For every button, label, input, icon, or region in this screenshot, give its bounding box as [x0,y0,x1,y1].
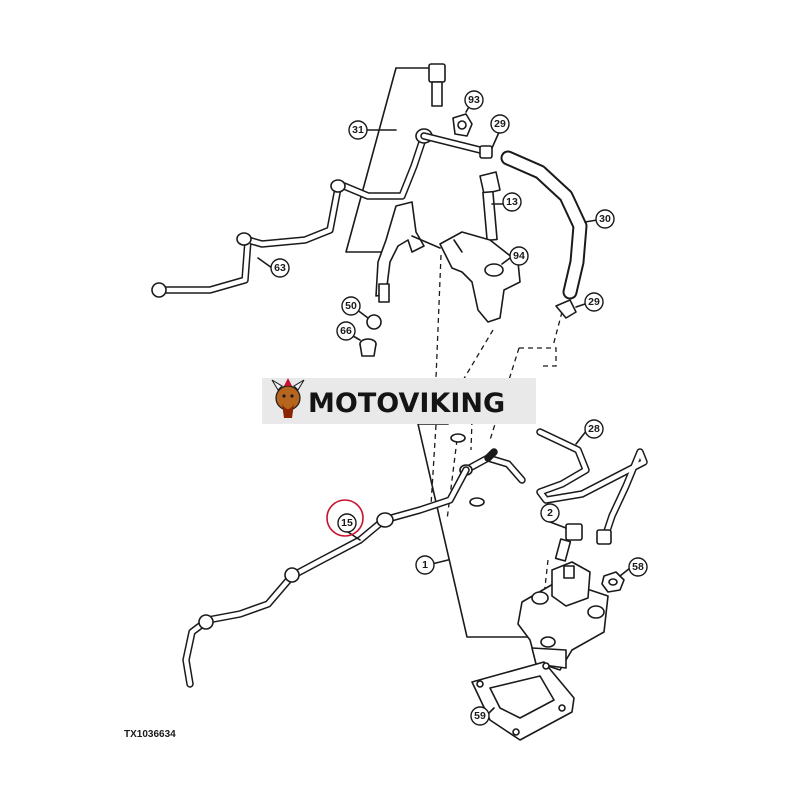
assembly-dashed-line [430,424,437,506]
return-hose-30 [500,150,588,300]
callout-label: 2 [547,507,553,519]
assembly-dashed-line [470,419,473,451]
callout-label: 29 [588,296,600,308]
callout-29: 29 [490,114,510,134]
fuel-return-line-28 [536,428,648,545]
callout-label: 31 [352,124,364,136]
part-29-clamp-upper [479,145,493,159]
figure-id: TX1036634 [124,729,176,740]
callout-label: 50 [345,300,357,312]
bracket-31 [345,67,434,253]
assembly-dashed-line [519,347,557,367]
callout-label: 28 [588,423,600,435]
callout-label: 13 [506,196,518,208]
callout-2: 2 [540,503,560,523]
callout-66: 66 [336,321,356,341]
callout-15: 15 [326,499,364,537]
callout-label: 58 [632,561,644,573]
leader-15 [347,531,361,541]
part-94-injector-clamp [439,231,521,323]
callout-31: 31 [348,120,368,140]
callout-28: 28 [584,419,604,439]
part-2-screw [554,523,583,562]
part-59-gasket [471,661,575,741]
leader-58 [619,567,631,577]
callout-13: 13 [502,192,522,212]
callout-58: 58 [628,557,648,577]
callout-label: 94 [513,250,525,262]
callout-1: 1 [415,555,435,575]
callout-30: 30 [595,209,615,229]
callout-label: 15 [341,517,353,529]
assembly-dashed-line [552,311,563,347]
part-50-seal-washer [366,314,382,330]
callout-59: 59 [470,706,490,726]
callout-label: 93 [468,94,480,106]
leader-29b [575,303,586,308]
viking-mascot-icon [271,378,305,418]
callout-label: 63 [274,262,286,274]
injection-pump [517,561,609,671]
assembly-dashed-line [455,329,494,393]
leader-94 [501,257,511,265]
brand-watermark: MOTOVIKING [262,378,536,424]
bracket-1 [417,423,531,638]
brand-name: MOTOVIKING [308,388,505,419]
assembly-dashed-line [435,254,442,379]
tee-fitting [450,433,526,507]
callout-29-lower: 29 [584,292,604,312]
callout-93: 93 [464,90,484,110]
assembly-dashed-line [446,439,458,521]
callout-label: 59 [474,710,486,722]
callout-94: 94 [509,246,529,266]
callout-label: 1 [422,559,428,571]
callout-63: 63 [270,258,290,278]
callout-50: 50 [341,296,361,316]
callout-label: 30 [599,213,611,225]
leak-off-line-63 [151,128,433,298]
banjo-bolt-top [428,63,446,107]
leader-2 [549,521,567,529]
leader-63 [257,257,273,269]
leader-1 [431,559,449,565]
part-93-washer [452,113,473,137]
part-66-seal [359,338,377,357]
fuel-injector [375,201,441,303]
highlight-ring-15 [326,499,364,537]
callout-label: 29 [494,118,506,130]
callout-label: 66 [340,325,352,337]
part-13-cap-screw [479,171,501,242]
leak-off-line-15 [182,466,470,688]
leader-30 [584,219,598,223]
part-58-nut [601,571,625,593]
part-29-clamp-lower [555,299,577,319]
